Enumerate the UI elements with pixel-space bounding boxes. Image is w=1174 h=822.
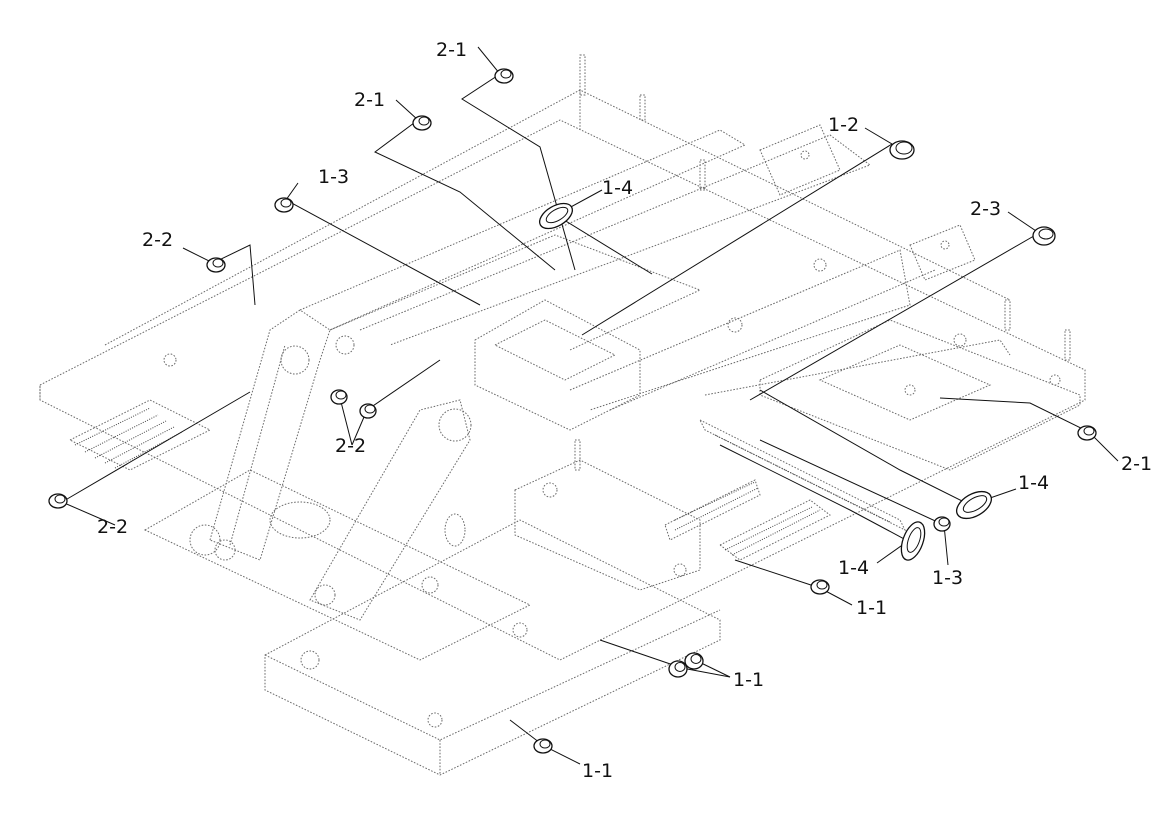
plug-1-3-lower	[933, 516, 951, 532]
plug-1-1-pair-a	[668, 660, 688, 678]
callout-label: 1-1	[856, 597, 887, 619]
grommet-1-4-lower	[900, 521, 926, 561]
callout-label: 2-2	[97, 516, 128, 538]
plug-1-1-right	[810, 579, 830, 595]
parts	[48, 68, 1097, 754]
callout-label: 1-2	[828, 114, 859, 136]
callout-label: 1-1	[582, 760, 613, 782]
plug-2-1-top	[494, 68, 514, 84]
callout-label: 1-4	[838, 557, 869, 579]
plug-2-2-lower-left	[48, 493, 68, 509]
callout-label: 2-3	[970, 198, 1001, 220]
plug-1-3-upper	[274, 197, 294, 213]
callout-label: 2-2	[335, 435, 366, 457]
callout-label: 1-3	[932, 567, 963, 589]
plug-1-1-pair-b	[684, 652, 704, 670]
plug-2-1-upper-left	[412, 115, 432, 131]
plug-2-2-mid-a	[330, 389, 348, 405]
callout-label: 1-3	[318, 166, 349, 188]
plug-1-1-bottom	[533, 738, 553, 754]
leader-lines	[60, 46, 1119, 765]
callout-labels: 2-1 2-1 1-2 1-3 1-4 2-2 2-3 2-2 2-1 1-4 …	[97, 39, 1152, 782]
plug-2-3	[1032, 226, 1056, 246]
callout-label: 2-1	[354, 89, 385, 111]
plug-1-2	[889, 140, 915, 160]
callout-label: 1-4	[1018, 472, 1049, 494]
grommet-1-4-right	[956, 490, 992, 520]
callout-label: 1-4	[602, 177, 633, 199]
frame-body	[39, 54, 1086, 776]
grommet-1-4-upper	[538, 202, 574, 230]
callout-label: 2-1	[436, 39, 467, 61]
plug-2-2-mid-b	[359, 403, 377, 419]
callout-label: 2-2	[142, 229, 173, 251]
plug-2-2-left	[206, 257, 226, 273]
plug-2-1-right	[1077, 425, 1097, 441]
callout-label: 2-1	[1121, 453, 1152, 475]
callout-label: 1-1	[733, 669, 764, 691]
